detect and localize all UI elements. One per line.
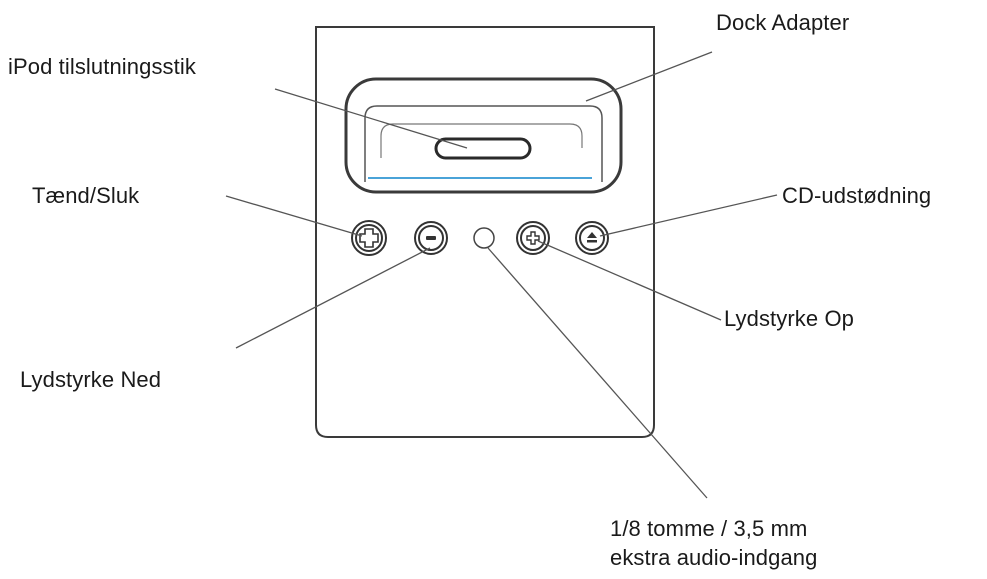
leader-volume-down [235,247,431,349]
dock-well [364,105,603,182]
label-audio-input-line2: ekstra audio-indgang [610,545,818,570]
minus-icon [426,236,436,240]
eject-icon [587,232,597,238]
label-cd-eject: CD-udstødning [782,183,932,208]
dock-well-inner [380,123,583,158]
leader-audio-input [487,247,708,499]
ipod-connector-slot [434,137,532,160]
leader-volume-up [537,240,722,321]
volume-up-button[interactable] [516,221,550,255]
plus-icon [526,231,540,245]
leader-dock-adapter [585,51,713,102]
dock-adapter [344,77,623,194]
power-plus-icon [359,228,379,248]
leader-lines [225,51,778,499]
audio-input-jack [473,227,495,249]
leader-power [225,195,363,237]
label-audio-input: 1/8 tomme / 3,5 mm ekstra audio-indgang [610,514,817,572]
label-power: Tænd/Sluk [32,183,140,208]
volume-down-button[interactable] [414,221,448,255]
leader-cd-eject [599,194,778,237]
label-volume-up: Lydstyrke Op [724,306,854,331]
label-ipod-connector: iPod tilslutningsstik [8,54,196,79]
power-button[interactable] [351,220,387,256]
cd-eject-button[interactable] [575,221,609,255]
label-dock-adapter: Dock Adapter [716,10,850,35]
leader-ipod-connector [274,88,468,149]
label-audio-input-line1: 1/8 tomme / 3,5 mm [610,516,808,541]
label-volume-down: Lydstyrke Ned [20,367,162,392]
